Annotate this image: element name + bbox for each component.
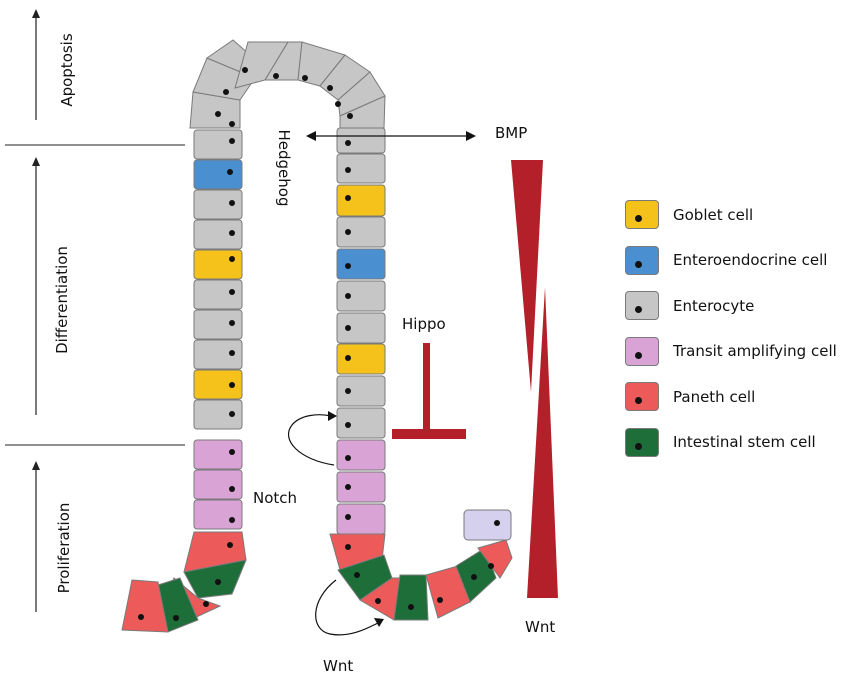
differentiation-label: Differentiation <box>53 246 71 354</box>
proliferation-label: Proliferation <box>55 503 73 594</box>
legend-label: Paneth cell <box>673 388 755 406</box>
proliferation-arrowhead <box>32 461 40 470</box>
transit-amplifying-cell <box>194 500 242 529</box>
legend-label: Goblet cell <box>673 206 753 224</box>
transit-amplifying-cell <box>337 504 385 534</box>
goblet-cell <box>194 250 242 279</box>
enterocyte-cell <box>194 190 242 219</box>
enterocyte-cell <box>194 280 242 309</box>
wnt-gradient-label: Wnt <box>525 618 555 636</box>
hedgehog-label: Hedgehog <box>275 130 293 207</box>
hippo-label: Hippo <box>402 315 446 333</box>
apoptosis-arrowhead <box>32 9 40 18</box>
apoptosis-label: Apoptosis <box>58 33 76 107</box>
enterocyte-cell <box>337 281 385 311</box>
enterocyte-cell <box>337 217 385 247</box>
hippo-inhibition-bar <box>392 429 466 439</box>
hedgehog-bmp-arrow <box>306 131 476 141</box>
legend: Goblet cell Enteroendocrine cell Enteroc… <box>625 192 861 465</box>
wnt-bottom-label: Wnt <box>323 657 353 675</box>
zone-axis: Apoptosis Differentiation Proliferation <box>5 9 185 612</box>
legend-label: Enterocyte <box>673 297 754 315</box>
paneth-swatch <box>625 382 659 411</box>
notch-arrow <box>288 415 334 465</box>
legend-label: Transit amplifying cell <box>673 342 837 360</box>
stem-swatch <box>625 428 659 457</box>
legend-item-goblet: Goblet cell <box>625 192 861 238</box>
enterocyte-cell <box>337 313 385 343</box>
left-cell-column <box>194 130 242 529</box>
enteroendocrine-cell <box>337 249 385 279</box>
legend-item-transit: Transit amplifying cell <box>625 329 861 375</box>
right-cell-column <box>337 128 385 534</box>
legend-label: Intestinal stem cell <box>673 433 816 451</box>
bmp-label: BMP <box>495 124 527 142</box>
transit-amplifying-cell <box>337 472 385 502</box>
crypt-base <box>122 510 512 632</box>
enterocyte-cell <box>337 408 385 438</box>
legend-item-enterocyte: Enterocyte <box>625 283 861 329</box>
wnt-arrowhead <box>374 618 384 627</box>
goblet-cell <box>337 185 385 216</box>
stem-cell <box>394 575 428 620</box>
legend-item-enteroendocrine: Enteroendocrine cell <box>625 238 861 284</box>
notch-arrowhead <box>328 411 337 421</box>
enterocyte-cell <box>337 154 385 183</box>
legend-item-paneth: Paneth cell <box>625 374 861 420</box>
transit-amplifying-cell <box>337 440 385 470</box>
goblet-swatch <box>625 200 659 229</box>
enteroendocrine-swatch <box>625 246 659 275</box>
legend-label: Enteroendocrine cell <box>673 251 827 269</box>
transit-amplifying-cell <box>194 440 242 469</box>
notch-label: Notch <box>253 489 297 507</box>
enterocyte-cell <box>194 130 242 159</box>
transit-swatch <box>625 337 659 366</box>
differentiation-arrowhead <box>32 157 40 166</box>
enteroendocrine-cell <box>194 160 242 189</box>
enterocyte-cell <box>194 220 242 249</box>
enterocyte-cell <box>194 310 242 339</box>
arrowhead-right <box>466 131 476 141</box>
arrowhead-left <box>306 131 316 141</box>
legend-item-stem: Intestinal stem cell <box>625 420 861 466</box>
lavender-cell <box>464 510 511 540</box>
enterocyte-cell <box>194 340 242 369</box>
hippo-inhibition-stem <box>423 343 430 429</box>
transit-amplifying-cell <box>194 470 242 499</box>
enterocyte-cell <box>337 128 385 153</box>
enterocyte-cell <box>337 376 385 406</box>
enterocyte-swatch <box>625 291 659 320</box>
bmp-gradient-wedge <box>511 160 543 392</box>
goblet-cell <box>337 344 385 374</box>
